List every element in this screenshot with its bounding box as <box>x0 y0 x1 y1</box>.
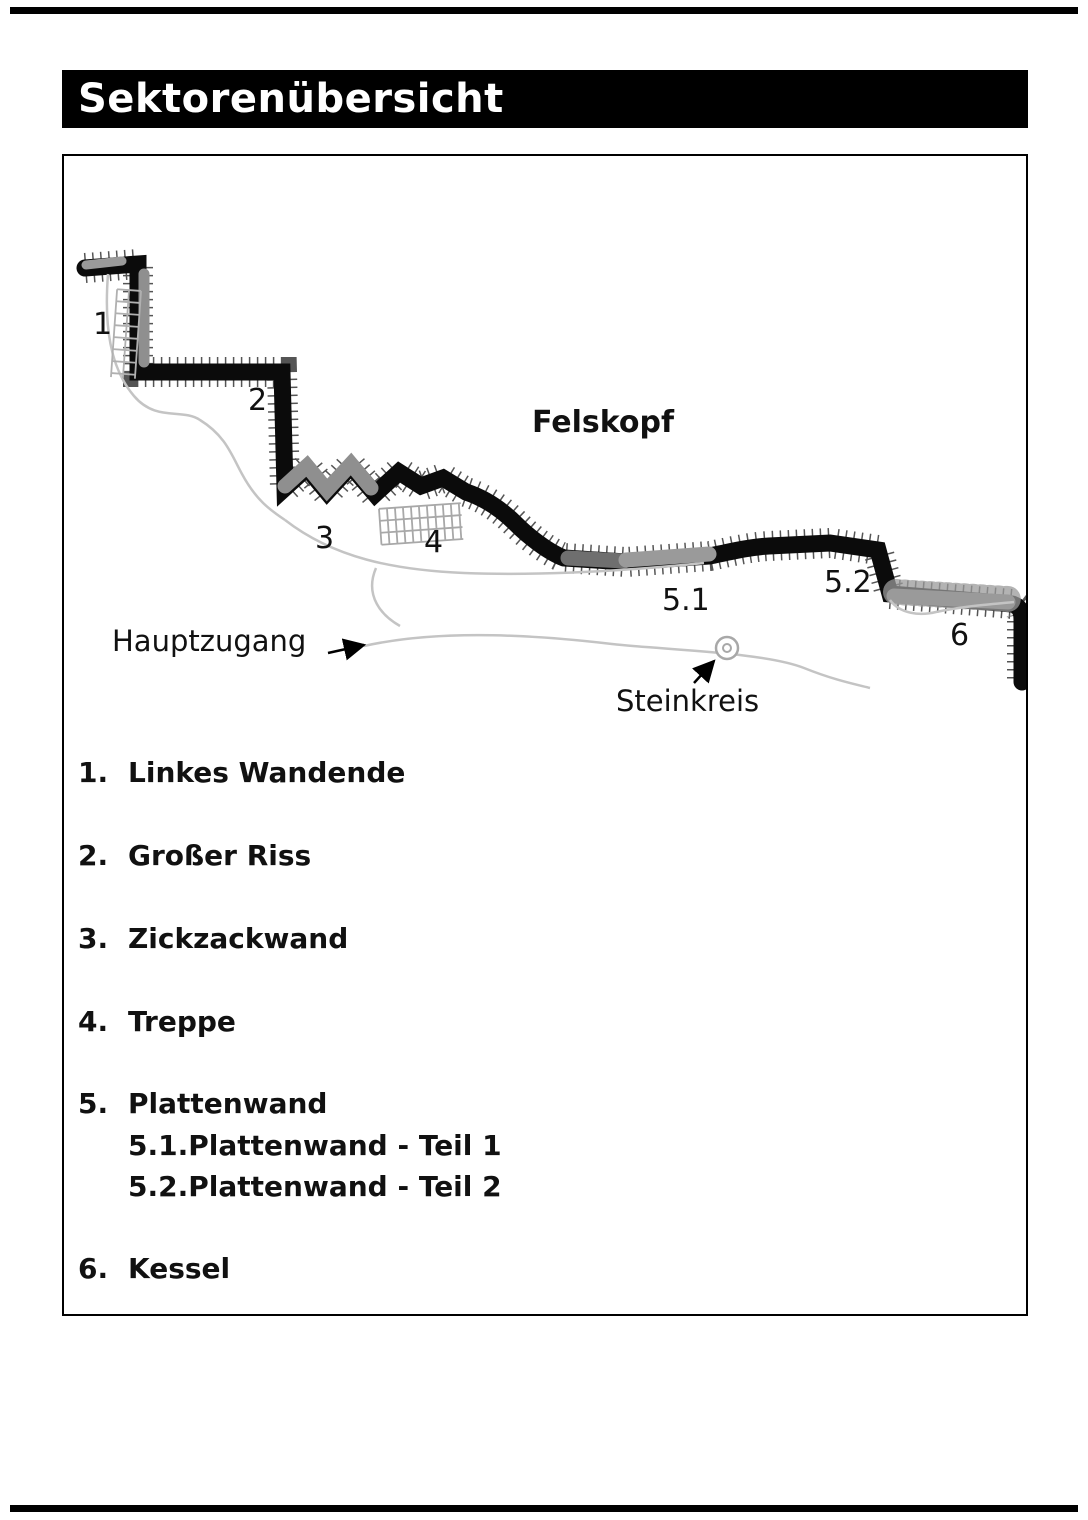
sector-map: 1 2 3 4 5.1 5.2 6 Felskopf Hauptzugang S… <box>64 156 1026 756</box>
legend-item-number: 5.2. <box>128 1170 189 1203</box>
cliff-edge <box>76 254 1026 691</box>
hauptzugang-label: Hauptzugang <box>112 624 307 658</box>
cliff-diagram <box>76 247 1026 691</box>
stairs-hatch-sector4 <box>378 502 464 546</box>
legend-item-label: Zickzackwand <box>128 922 349 955</box>
bottom-rule <box>10 1505 1078 1512</box>
legend-item-number: 4. <box>78 1005 109 1038</box>
top-rule <box>10 7 1078 14</box>
legend-item-label: Linkes Wandende <box>128 756 406 789</box>
legend-item-label: Großer Riss <box>128 839 312 872</box>
legend-item-5-2: 5.2. Plattenwand - Teil 2 <box>128 1170 502 1203</box>
sector-marker-1: 1 <box>93 307 113 342</box>
trail-paths <box>105 273 1015 690</box>
sector-marker-3: 3 <box>315 521 335 556</box>
sector-overview-panel: 1 2 3 4 5.1 5.2 6 Felskopf Hauptzugang S… <box>62 154 1028 1316</box>
page-title: Sektorenübersicht <box>78 76 504 122</box>
sector-marker-4: 4 <box>424 525 444 560</box>
page-title-bar: Sektorenübersicht <box>62 70 1028 128</box>
legend-item-3: 3. Zickzackwand <box>78 922 348 955</box>
steinkreis-arrow <box>692 659 716 684</box>
legend-item-number: 5.1. <box>128 1129 189 1162</box>
ladder-steps-sector1 <box>110 288 142 379</box>
legend-item-5: 5. Plattenwand <box>78 1087 327 1120</box>
legend-item-number: 5. <box>78 1087 109 1120</box>
legend-item-4: 4. Treppe <box>78 1005 236 1038</box>
legend-item-6: 6. Kessel <box>78 1252 230 1285</box>
legend-item-5-1: 5.1. Plattenwand - Teil 1 <box>128 1129 502 1162</box>
legend-item-label: Kessel <box>128 1252 231 1285</box>
sector-marker-5-1: 5.1 <box>662 583 710 618</box>
cliff-gray-sections <box>81 256 1021 612</box>
sector-marker-2: 2 <box>248 383 268 418</box>
legend-item-1: 1. Linkes Wandende <box>78 756 405 789</box>
sector-marker-5-2: 5.2 <box>824 565 872 600</box>
felskopf-label: Felskopf <box>532 405 675 440</box>
sector-marker-6: 6 <box>950 618 970 653</box>
legend-item-number: 3. <box>78 922 109 955</box>
legend-item-label: Treppe <box>128 1005 236 1038</box>
cliff-hatching <box>83 247 1026 682</box>
hauptzugang-arrow <box>327 638 367 661</box>
legend-item-label: Plattenwand - Teil 1 <box>188 1129 502 1162</box>
legend-item-number: 1. <box>78 756 109 789</box>
stone-circle-symbol <box>714 635 740 661</box>
legend-item-2: 2. Großer Riss <box>78 839 311 872</box>
steinkreis-label: Steinkreis <box>616 684 760 718</box>
legend-item-label: Plattenwand <box>128 1087 328 1120</box>
legend-item-number: 6. <box>78 1252 109 1285</box>
legend-item-label: Plattenwand - Teil 2 <box>188 1170 502 1203</box>
legend-item-number: 2. <box>78 839 109 872</box>
